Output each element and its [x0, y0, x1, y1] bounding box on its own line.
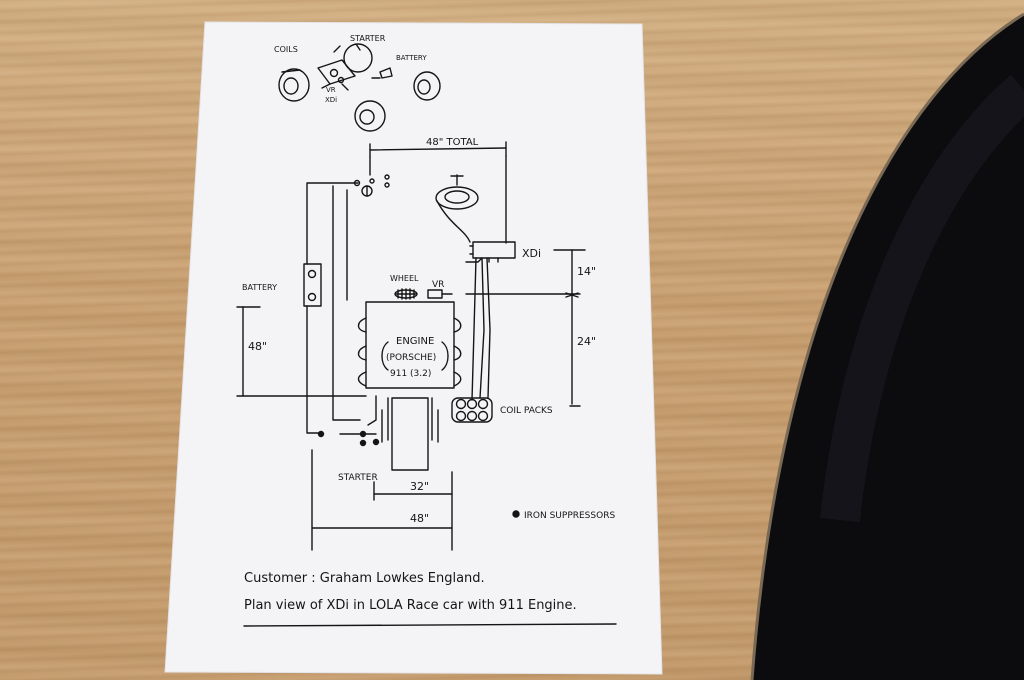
label-dim-32: 32": [410, 480, 429, 493]
label-engine-2: (PORSCHE): [386, 353, 436, 363]
label-suppressors: IRON SUPPRESSORS: [524, 511, 615, 521]
engine-block: [365, 301, 455, 389]
label-dim-48-left: 48": [248, 340, 267, 353]
label-starter: STARTER: [338, 473, 378, 483]
label-engine-1: ENGINE: [396, 336, 434, 347]
xdi-box: [472, 241, 516, 259]
customer-line: Customer : Graham Lowkes England.: [244, 571, 485, 586]
label-dim-14: 14": [577, 265, 596, 278]
label-vr-top: VR: [326, 86, 336, 94]
label-coils: COILS: [274, 45, 298, 54]
battery-box: [303, 263, 322, 307]
label-starter-top: STARTER: [350, 34, 386, 43]
gearbox: [391, 397, 429, 471]
label-battery-top: BATTERY: [396, 54, 427, 62]
dim-line-total: [369, 147, 507, 151]
steering-wheel: [435, 174, 479, 243]
label-total-dim: 48" TOTAL: [426, 137, 479, 148]
label-engine-3: 911 (3.2): [390, 369, 431, 379]
label-coil-packs: COIL PACKS: [500, 406, 553, 416]
label-dim-24: 24": [577, 335, 596, 348]
plan-line: Plan view of XDi in LOLA Race car with 9…: [244, 598, 577, 613]
label-vr: VR: [432, 280, 444, 290]
label-xdi-top: XDi: [325, 96, 337, 104]
label-battery: BATTERY: [242, 283, 277, 292]
perspective-sketch: [278, 43, 441, 132]
label-dim-48-bottom: 48": [410, 512, 429, 525]
coil-packs: [451, 397, 493, 423]
label-xdi: XDi: [522, 247, 541, 260]
label-wheel: WHEEL: [390, 274, 419, 283]
